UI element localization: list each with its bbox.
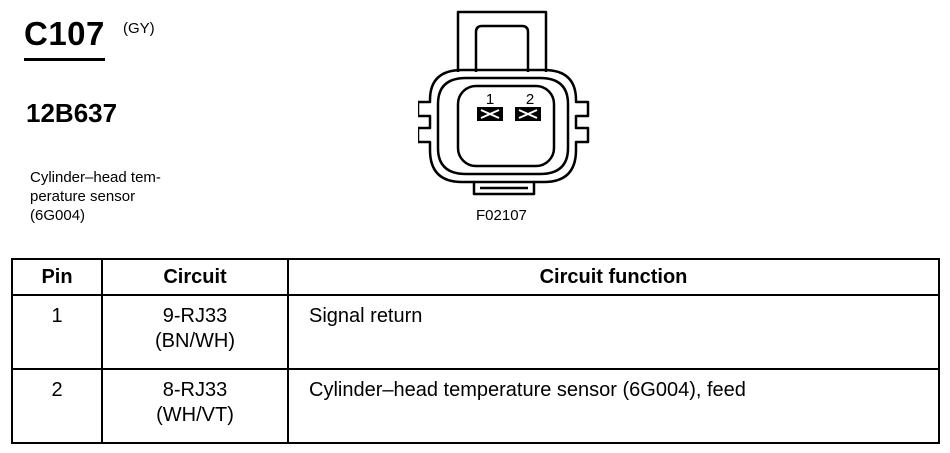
circuit-cell: 9-RJ33 (BN/WH) (101, 294, 289, 370)
circuit-number: 8-RJ33 (162, 379, 228, 401)
connector-id: C107 (24, 14, 105, 61)
circuit-cell: 8-RJ33 (WH/VT) (101, 368, 289, 444)
connector-description: Cylinder–head tem- perature sensor (6G00… (30, 168, 161, 225)
wire-color: (WH/VT) (156, 404, 234, 426)
connector-bottom-key (472, 182, 536, 196)
pin-terminal (515, 107, 541, 121)
table-header-row: Pin Circuit Circuit function (11, 258, 940, 296)
connector-housing (418, 68, 590, 184)
description-line: (6G004) (30, 207, 86, 224)
pinout-table: Pin Circuit Circuit function 1 9-RJ33 (B… (11, 258, 940, 444)
column-header-function: Circuit function (287, 258, 940, 296)
function-cell: Signal return (287, 294, 940, 370)
part-number: 12B637 (26, 98, 118, 128)
function-cell: Cylinder–head temperature sensor (6G004)… (287, 368, 940, 444)
pin-terminal (477, 107, 503, 121)
description-line: perature sensor (30, 188, 136, 205)
table-row: 1 9-RJ33 (BN/WH) Signal return (11, 294, 940, 370)
pin-label: 2 (526, 91, 534, 108)
connector-mating-face (456, 84, 556, 168)
pin-label: 1 (486, 91, 494, 108)
connector-face-diagram: 1 2 (418, 10, 590, 196)
circuit-number: 9-RJ33 (162, 305, 228, 327)
connector-color-code: (GY) (123, 20, 155, 37)
table-row: 2 8-RJ33 (WH/VT) Cylinder–head temperatu… (11, 368, 940, 444)
column-header-pin: Pin (11, 258, 103, 296)
figure-id: F02107 (476, 207, 527, 224)
description-line: Cylinder–head tem- (30, 169, 161, 186)
pin-cell: 1 (11, 294, 103, 370)
pin-cell: 2 (11, 368, 103, 444)
column-header-circuit: Circuit (101, 258, 289, 296)
wire-color: (BN/WH) (155, 330, 235, 352)
connector-latch (456, 10, 548, 72)
